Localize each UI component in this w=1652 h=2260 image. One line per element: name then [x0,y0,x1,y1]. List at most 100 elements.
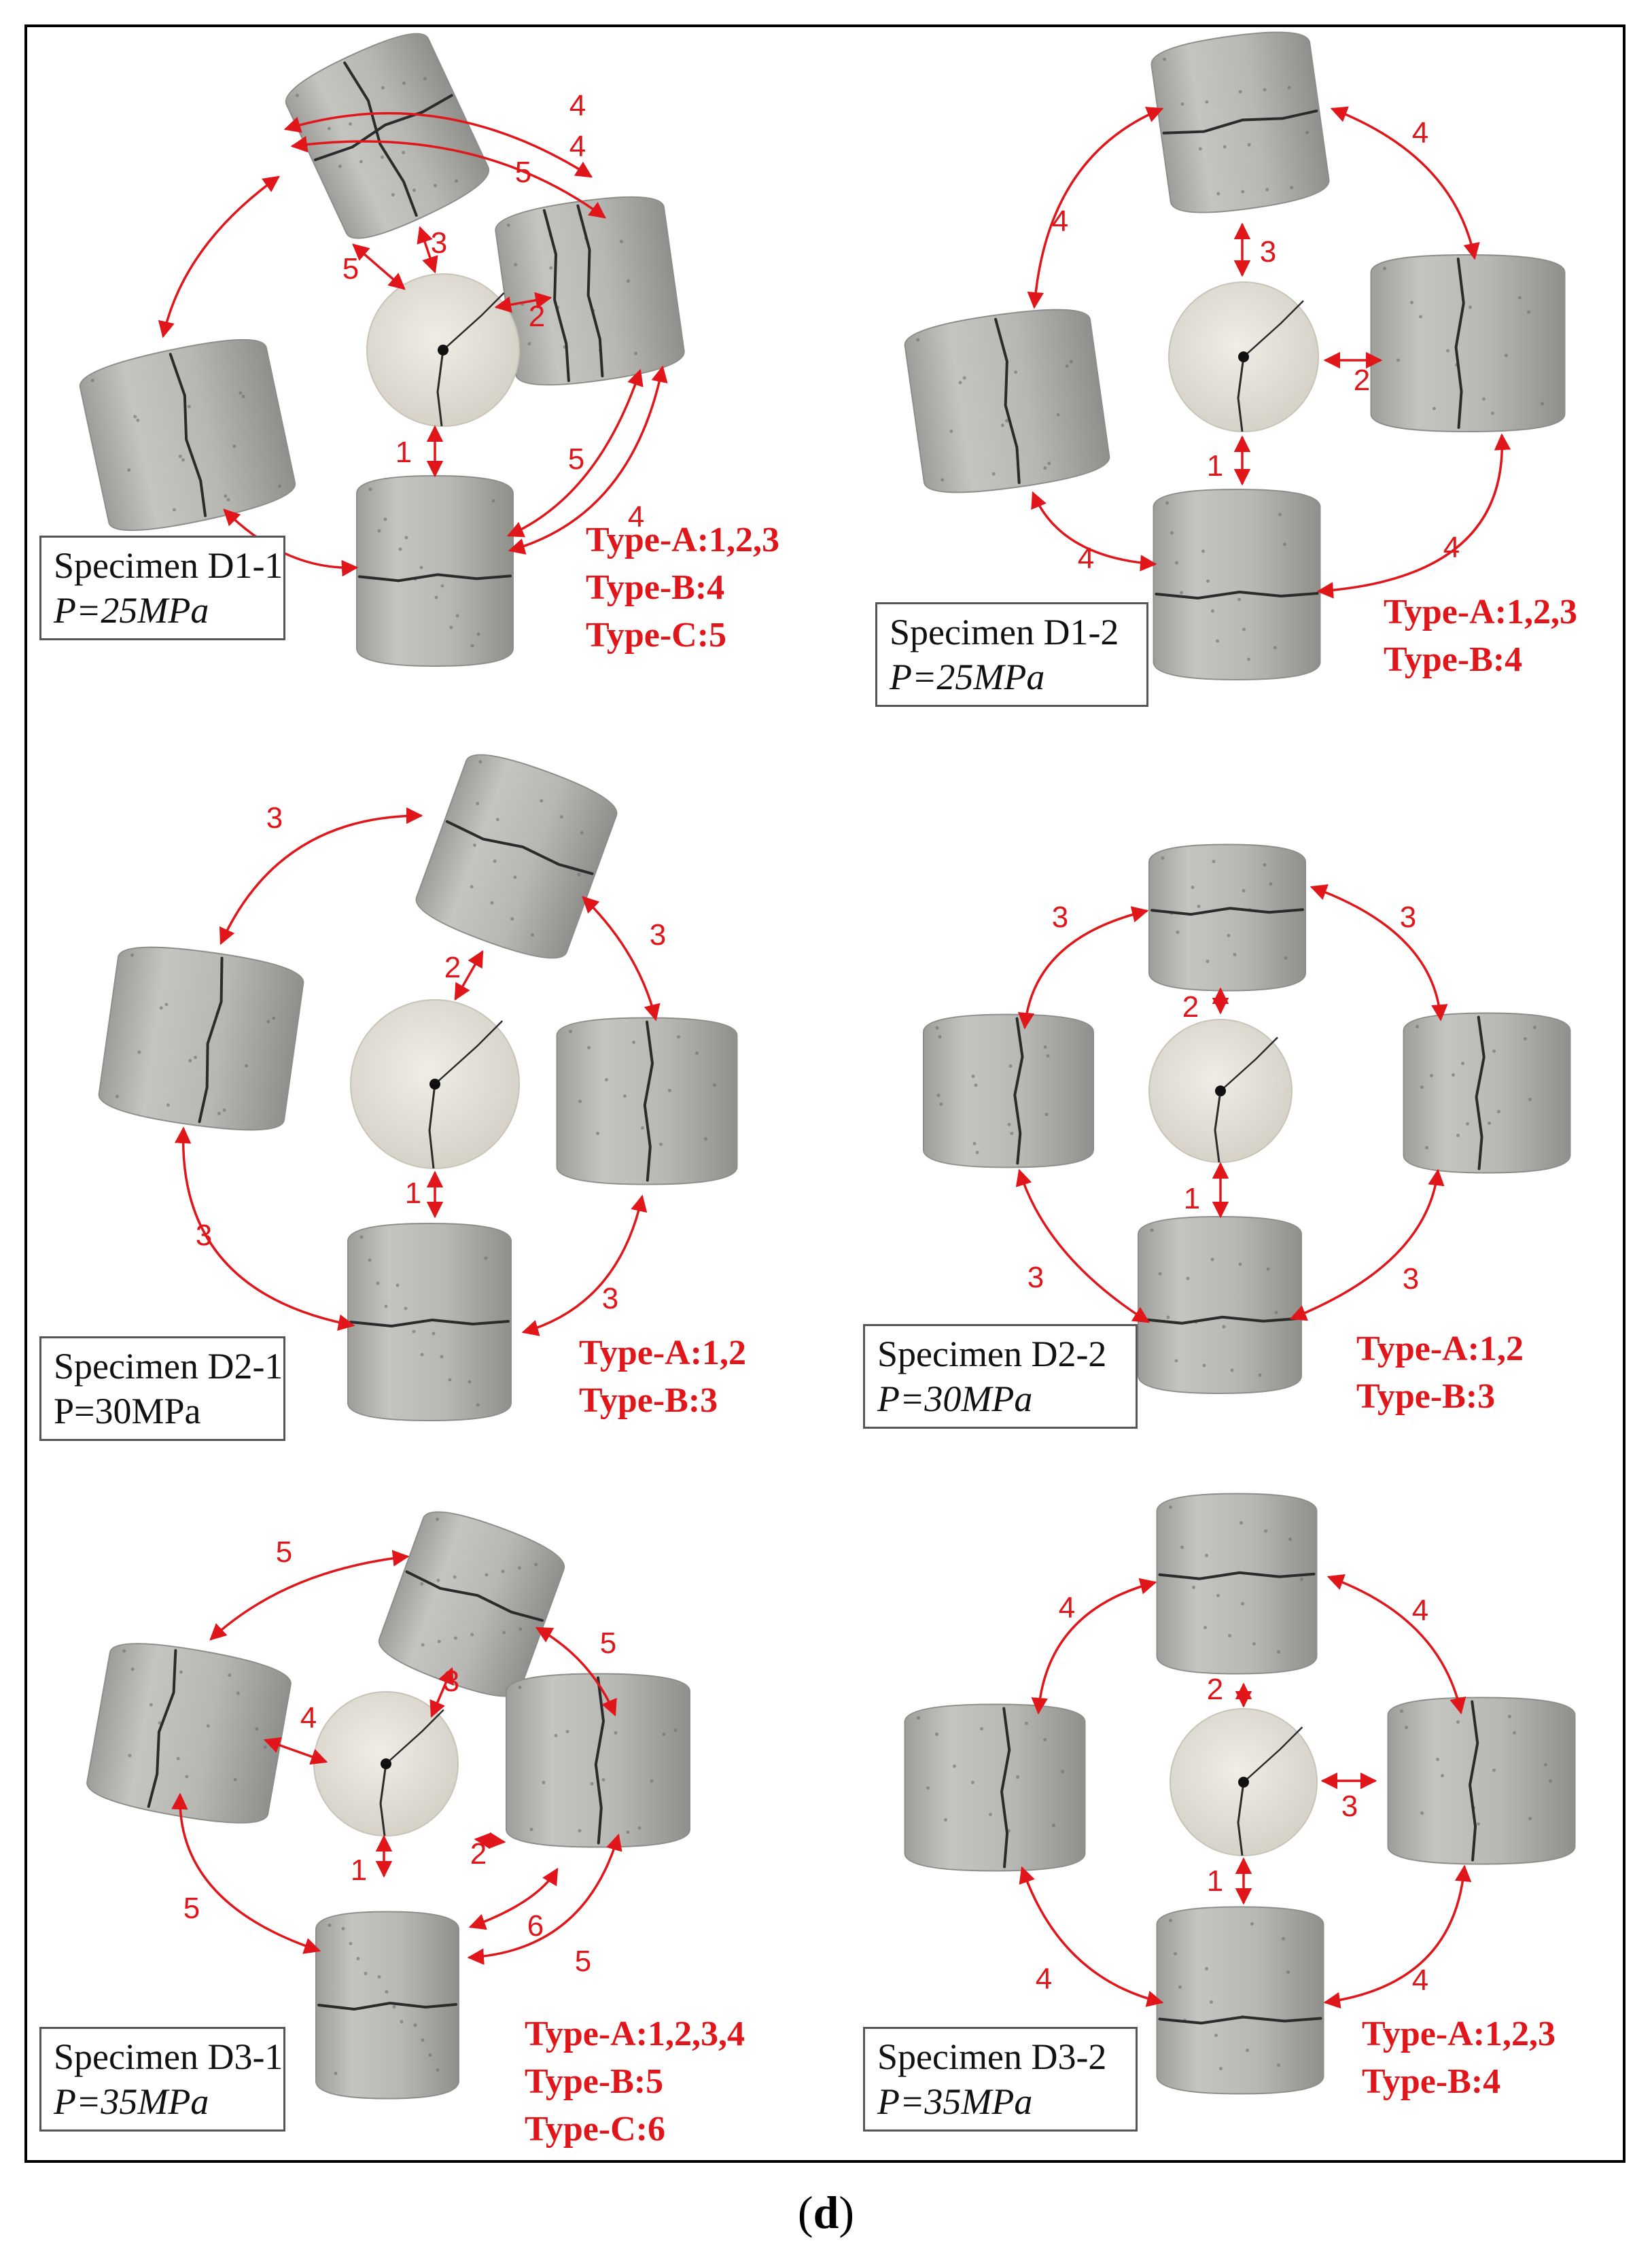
pore [935,1733,938,1736]
cylinder-body [315,1911,459,2100]
arrow-number-label: 5 [342,252,359,285]
connection-arrow [1015,1168,1150,1323]
specimen-name: Specimen D2-2 [877,1334,1107,1374]
pore [580,831,584,835]
connection-arrow [219,807,423,945]
pore [1383,266,1386,271]
arrow-number-label: 4 [1412,1594,1428,1627]
cylinder-body [86,1643,292,1824]
crack-line [994,317,1021,485]
pore [1197,905,1201,908]
pore [514,262,518,266]
pore [1043,1738,1047,1741]
pore [1436,1758,1439,1761]
specimen-box-d1-2: Specimen D1-2 P=25MPa [875,602,1148,707]
pore [239,391,243,395]
connection-arrow [171,1792,321,1954]
disc-borehole [1238,1777,1249,1788]
pore [1046,1054,1050,1058]
pressure-label: P=35MPa [54,2081,209,2122]
arrow-number-label: 3 [650,918,666,952]
pore [1246,2049,1249,2052]
specimen-box-d3-2: Specimen D3-2 P=35MPa [863,2027,1138,2132]
pore [1528,1098,1532,1101]
disc-borehole [438,345,449,355]
specimen-cylinder [1403,1012,1571,1174]
connection-arrow [223,508,359,577]
pore [1241,190,1245,194]
arrow-number-label: 5 [183,1892,200,1925]
pore [356,1957,360,1960]
pore [534,1563,538,1567]
pore [626,1830,630,1834]
cylinder-body [1387,1697,1576,1865]
pore [1219,2067,1223,2070]
pore [565,1730,569,1733]
pore [1210,2000,1213,2004]
pore [127,468,131,472]
pore [938,1035,942,1039]
connection-arrow [174,1126,355,1331]
pore [1047,462,1051,466]
pore [179,1670,183,1674]
disc-borehole [1238,351,1249,362]
pore [542,1781,546,1784]
connection-arrow [1326,1574,1466,1715]
pore [695,1051,699,1055]
pore [449,625,453,629]
pore [501,1569,505,1574]
pore [468,1380,472,1384]
type-line: Type-B:4 [586,568,725,607]
pore [1252,1642,1256,1646]
pore [949,429,953,433]
pore [1238,1262,1242,1266]
pore [578,1100,582,1103]
crack-line [445,820,594,875]
pore [662,1733,666,1736]
pore [980,1727,983,1731]
pore [1228,1634,1231,1637]
connection-arrow [508,365,668,555]
pore [233,1777,237,1781]
pore [334,2072,338,2075]
pore [1405,1726,1408,1729]
pore [383,517,387,521]
pore [470,885,474,889]
cylinder-body [79,338,296,532]
pore [419,566,423,570]
specimen-cylinder [1150,31,1330,213]
type-line: Type-B:4 [1362,2062,1501,2101]
pore [236,1691,240,1695]
disc-crack [1243,1726,1303,1783]
specimen-cylinder [356,474,514,667]
pore [1238,90,1242,94]
pore [677,1035,680,1039]
pore [991,472,996,476]
arrow-number-label: 4 [1052,205,1068,238]
crack-line [405,1570,544,1622]
cylinder-body [378,1511,565,1697]
type-list-d2-1: Type-A:1,2 Type-B:3 [579,1329,746,1425]
crack-line [1155,590,1319,600]
pore [1286,1970,1290,1974]
specimen-cylinder [86,1643,292,1824]
arrow-number-label: 3 [1400,901,1416,934]
connection-arrow [1323,1864,1472,2009]
pore [569,1030,572,1033]
specimen-box-d3-1: Specimen D3-1 P=35MPa [39,2027,285,2132]
pore [1513,1731,1516,1735]
pore [1263,88,1267,92]
cylinder-body [1370,254,1566,433]
pore [596,1132,599,1135]
specimen-cylinder [98,946,304,1131]
pore [188,1059,192,1063]
pore [420,1353,424,1357]
pore [1549,1779,1552,1783]
pore [232,445,236,449]
pressure-label: P=25MPa [54,590,209,631]
pore [1158,1272,1162,1276]
pore [485,1573,489,1577]
pore [1052,1824,1055,1827]
